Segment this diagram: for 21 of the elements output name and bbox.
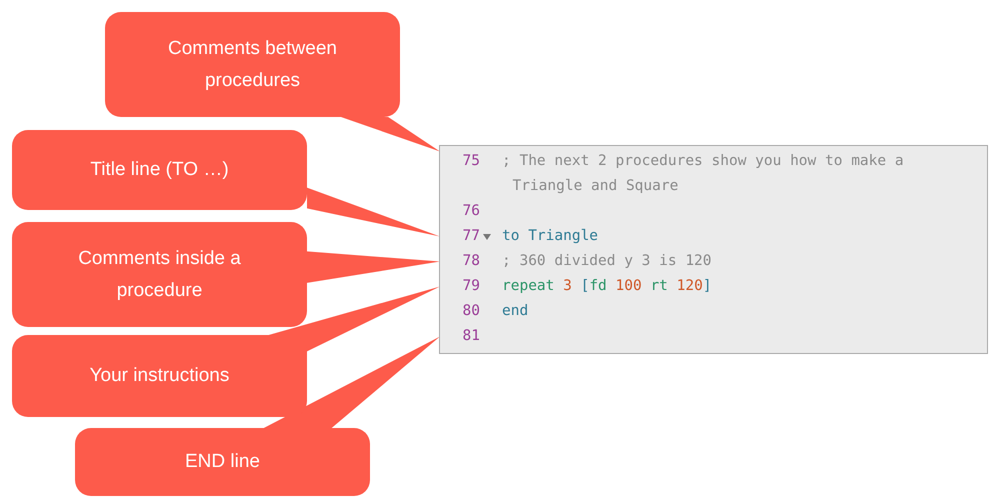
code-text: repeat 3 [fd 100 rt 120] xyxy=(502,277,712,296)
line-number: 79 xyxy=(462,277,480,296)
code-text: to Triangle xyxy=(502,227,598,246)
callout-label: Your instructions xyxy=(12,335,307,417)
line-number: 77 xyxy=(462,227,480,246)
code-comment: ; 360 divided y 3 is 120 xyxy=(502,252,712,271)
line-number: 81 xyxy=(462,327,480,346)
code-comment: ; The next 2 procedures show you how to make a Triangle and Square xyxy=(502,152,905,196)
line-number: 80 xyxy=(462,302,480,321)
callout-pointer xyxy=(307,251,440,283)
callout-label: Comments inside a procedure xyxy=(12,222,307,327)
callout-label: END line xyxy=(75,428,370,496)
callout-pointer xyxy=(307,188,440,236)
line-number: 78 xyxy=(462,252,480,271)
callout-pointer xyxy=(341,117,440,152)
code-editor-panel xyxy=(439,145,988,354)
line-number: 75 xyxy=(462,152,480,171)
line-number: 76 xyxy=(462,202,480,221)
code-text: end xyxy=(502,302,528,321)
callout-pointer xyxy=(264,336,440,428)
callout-label: Title line (TO …) xyxy=(12,130,307,210)
